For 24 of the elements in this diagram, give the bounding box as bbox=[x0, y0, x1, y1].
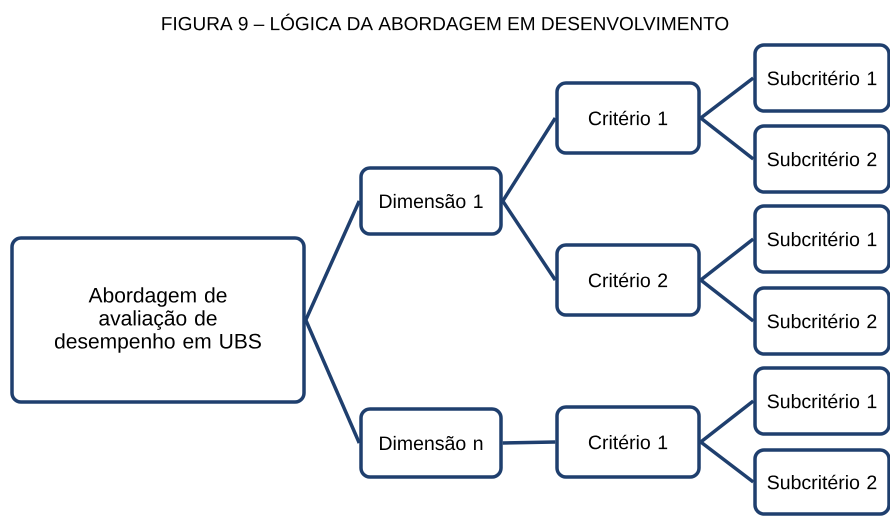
process-box: Subcritério 2 bbox=[753, 286, 890, 356]
process-box: Critério 1 bbox=[555, 81, 701, 155]
process-box: Subcritério 1 bbox=[753, 43, 890, 113]
process-box: Subcritério 2 bbox=[753, 448, 890, 516]
connector-line bbox=[700, 278, 754, 322]
connector-line bbox=[700, 440, 754, 484]
connector-line bbox=[502, 440, 556, 445]
process-box: Subcritério 1 bbox=[753, 204, 890, 274]
connector-line bbox=[304, 200, 361, 321]
connector-line bbox=[501, 200, 557, 281]
process-box: Dimensão n bbox=[359, 407, 503, 479]
root-box: Abordagem de avaliação de desempenho em UBS bbox=[10, 236, 306, 404]
figure-title: FIGURA 9 – LÓGICA DA ABORDAGEM EM DESENVOLVIMENTO bbox=[162, 14, 728, 30]
process-box: Subcritério 2 bbox=[753, 124, 890, 194]
connector-line bbox=[700, 116, 754, 160]
process-box: Subcritério 1 bbox=[753, 366, 890, 436]
process-box: Critério 1 bbox=[555, 405, 701, 479]
connector-line bbox=[501, 117, 557, 202]
connector-line bbox=[304, 319, 361, 444]
connector-line bbox=[700, 76, 754, 120]
process-box: Dimensão 1 bbox=[359, 166, 503, 236]
process-box: Critério 2 bbox=[555, 243, 701, 317]
connector-line bbox=[700, 238, 754, 282]
connector-line bbox=[700, 400, 754, 444]
